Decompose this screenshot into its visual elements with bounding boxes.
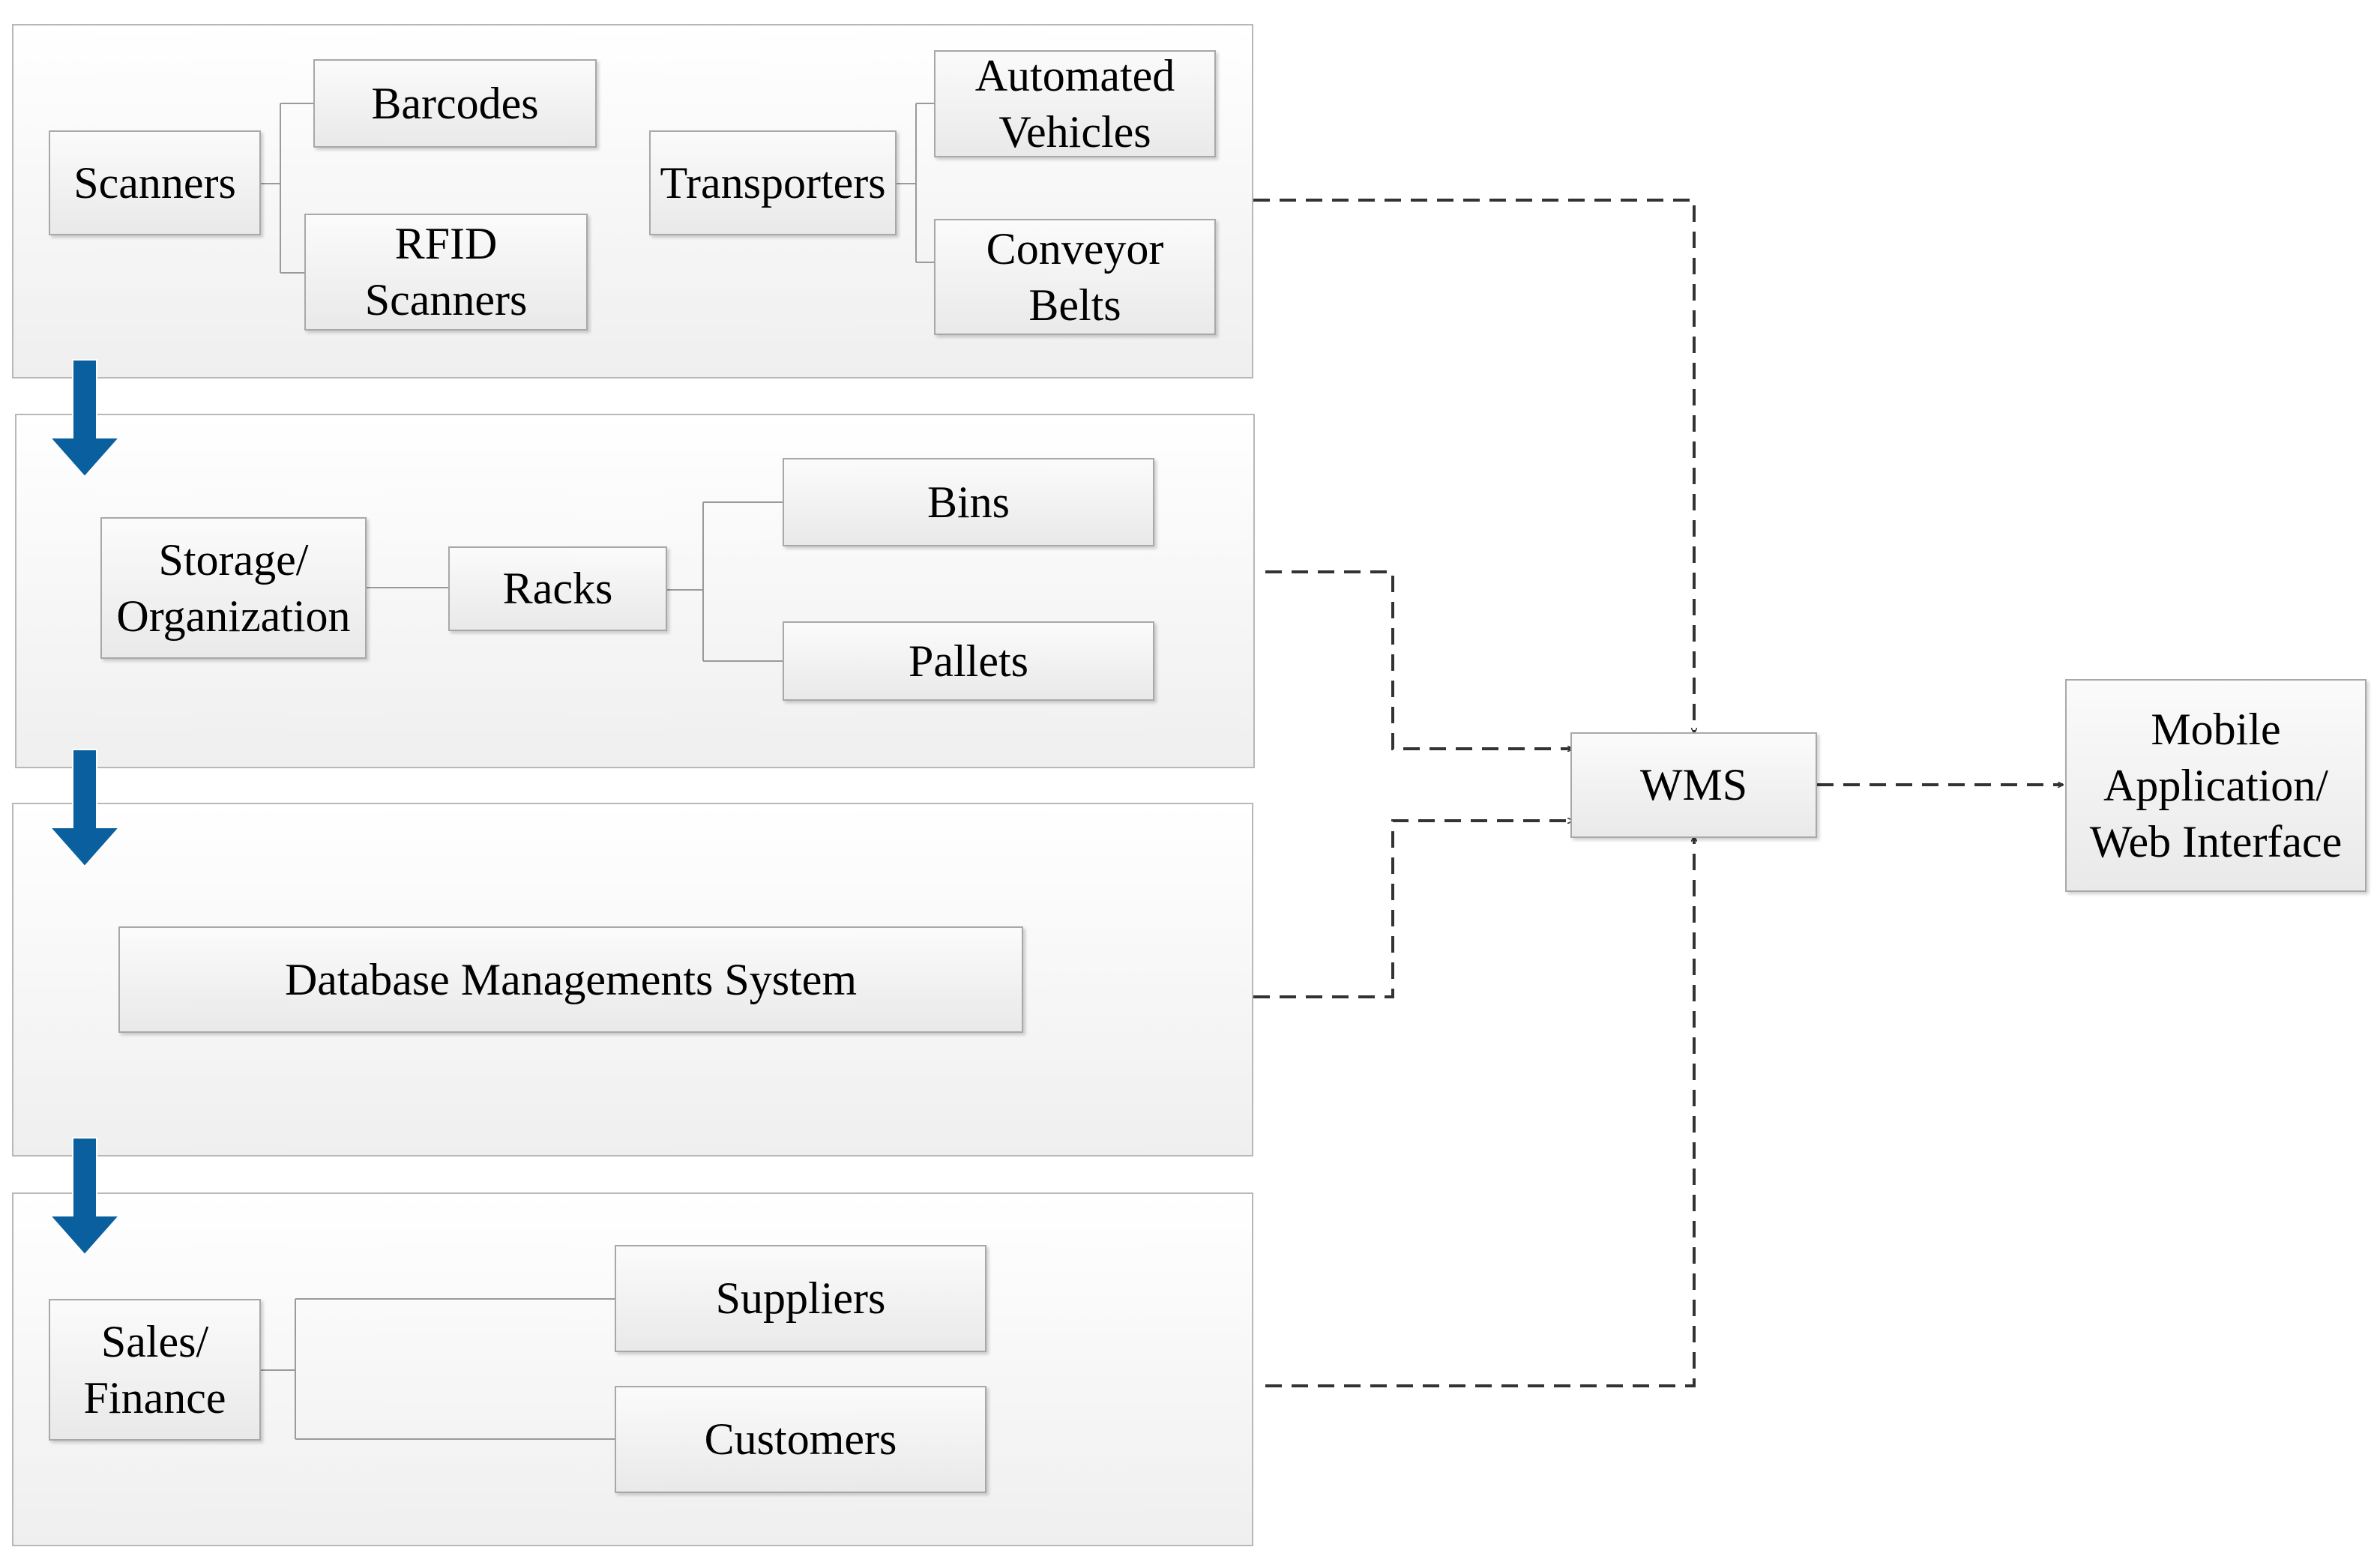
- flow-arrow-down-icon: [48, 1137, 121, 1256]
- mobile-web-interface-box: Mobile Application/ Web Interface: [2065, 679, 2367, 892]
- barcodes-box: Barcodes: [313, 59, 597, 148]
- bins-box: Bins: [783, 458, 1154, 546]
- scanners-branch-lines: [261, 103, 313, 274]
- suppliers-box: Suppliers: [615, 1245, 986, 1352]
- hardware-to-wms-connector: [1253, 199, 1694, 733]
- transporters-box: Transporters: [649, 130, 897, 235]
- conveyor-belts-box: Conveyor Belts: [934, 219, 1216, 335]
- customers-box: Customers: [615, 1386, 986, 1493]
- racks-box: Racks: [448, 546, 667, 631]
- business-to-wms-connector: [1265, 836, 1694, 1387]
- automated-vehicles-box: Automated Vehicles: [934, 50, 1216, 157]
- transporters-branch-lines: [897, 103, 934, 263]
- database-to-wms-connector: [1253, 821, 1573, 998]
- rfid-scanners-box: RFID Scanners: [304, 214, 588, 331]
- wms-box: WMS: [1570, 732, 1817, 838]
- sales-branch-lines: [261, 1298, 615, 1440]
- database-management-system-box: Database Managements System: [118, 926, 1023, 1033]
- storage-branch-lines: [367, 501, 783, 662]
- sales-finance-box: Sales/ Finance: [49, 1299, 261, 1441]
- storage-to-wms-connector: [1265, 570, 1573, 749]
- scanners-box: Scanners: [49, 130, 261, 235]
- pallets-box: Pallets: [783, 621, 1154, 701]
- storage-organization-box: Storage/ Organization: [100, 517, 367, 659]
- flow-arrow-down-icon: [48, 359, 121, 478]
- flow-arrow-down-icon: [48, 749, 121, 868]
